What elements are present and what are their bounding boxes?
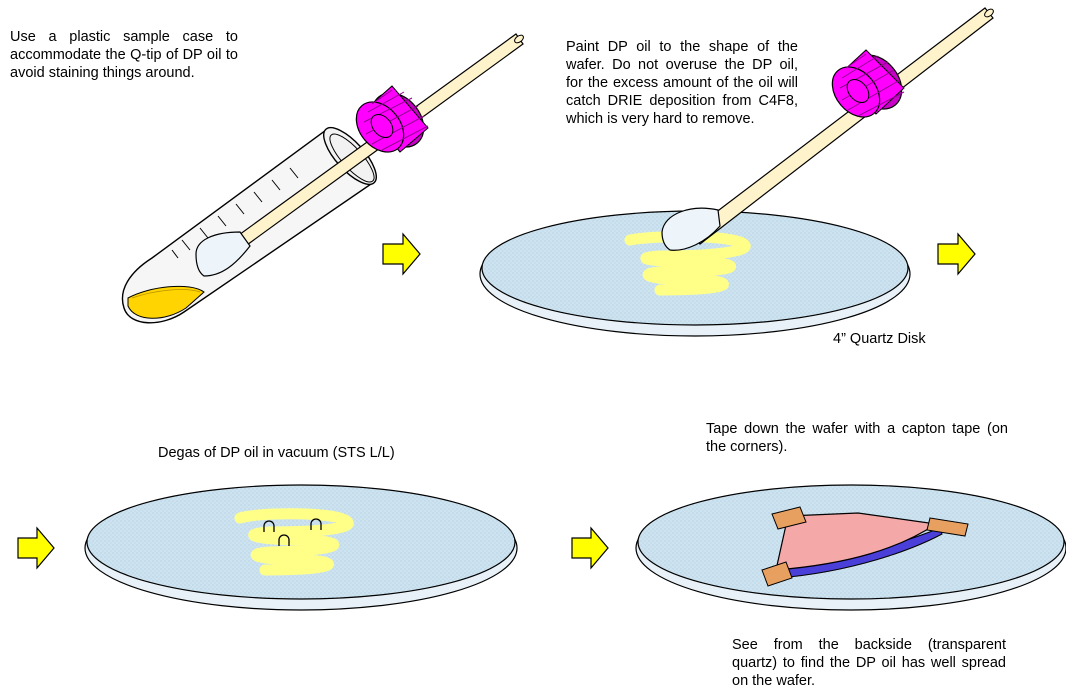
sample-tube-illustration [121,33,524,324]
arrow-step1-to-step2 [382,232,421,276]
arrow-into-step3 [17,526,55,570]
magenta-cap-2 [831,49,905,118]
caption-step3-degas: Degas of DP oil in vacuum (STS L/L) [158,445,395,461]
q-tip-cotton [195,231,251,277]
quartz-disk-wafer [635,484,1066,611]
magenta-cap [355,85,429,153]
quartz-disk-painting [479,7,994,337]
tube-graduations [171,167,299,259]
label-quartz-disk: 4” Quartz Disk [833,331,926,347]
arrow-step2-to-step3 [937,232,976,276]
caption-step5-backside-check: See from the backside (transparent quart… [732,637,1006,689]
quartz-disk-degas [84,484,518,611]
sample-tube [121,129,376,324]
oil-pool [127,285,205,319]
capton-tape [761,506,969,587]
arrow-step3-to-step4 [571,526,609,570]
painted-oil-squiggle [624,231,751,296]
bubbles [263,518,322,546]
caption-step2-paint-oil: Paint DP oil to the shape of the wafer. … [566,39,798,127]
caption-step4-tape-wafer: Tape down the wafer with a capton tape (… [706,421,1008,455]
q-tip-cotton-2 [661,207,721,251]
caption-step1-sample-case: Use a plastic sample case to accommodate… [10,29,238,81]
degassed-oil-squiggle [234,508,354,576]
